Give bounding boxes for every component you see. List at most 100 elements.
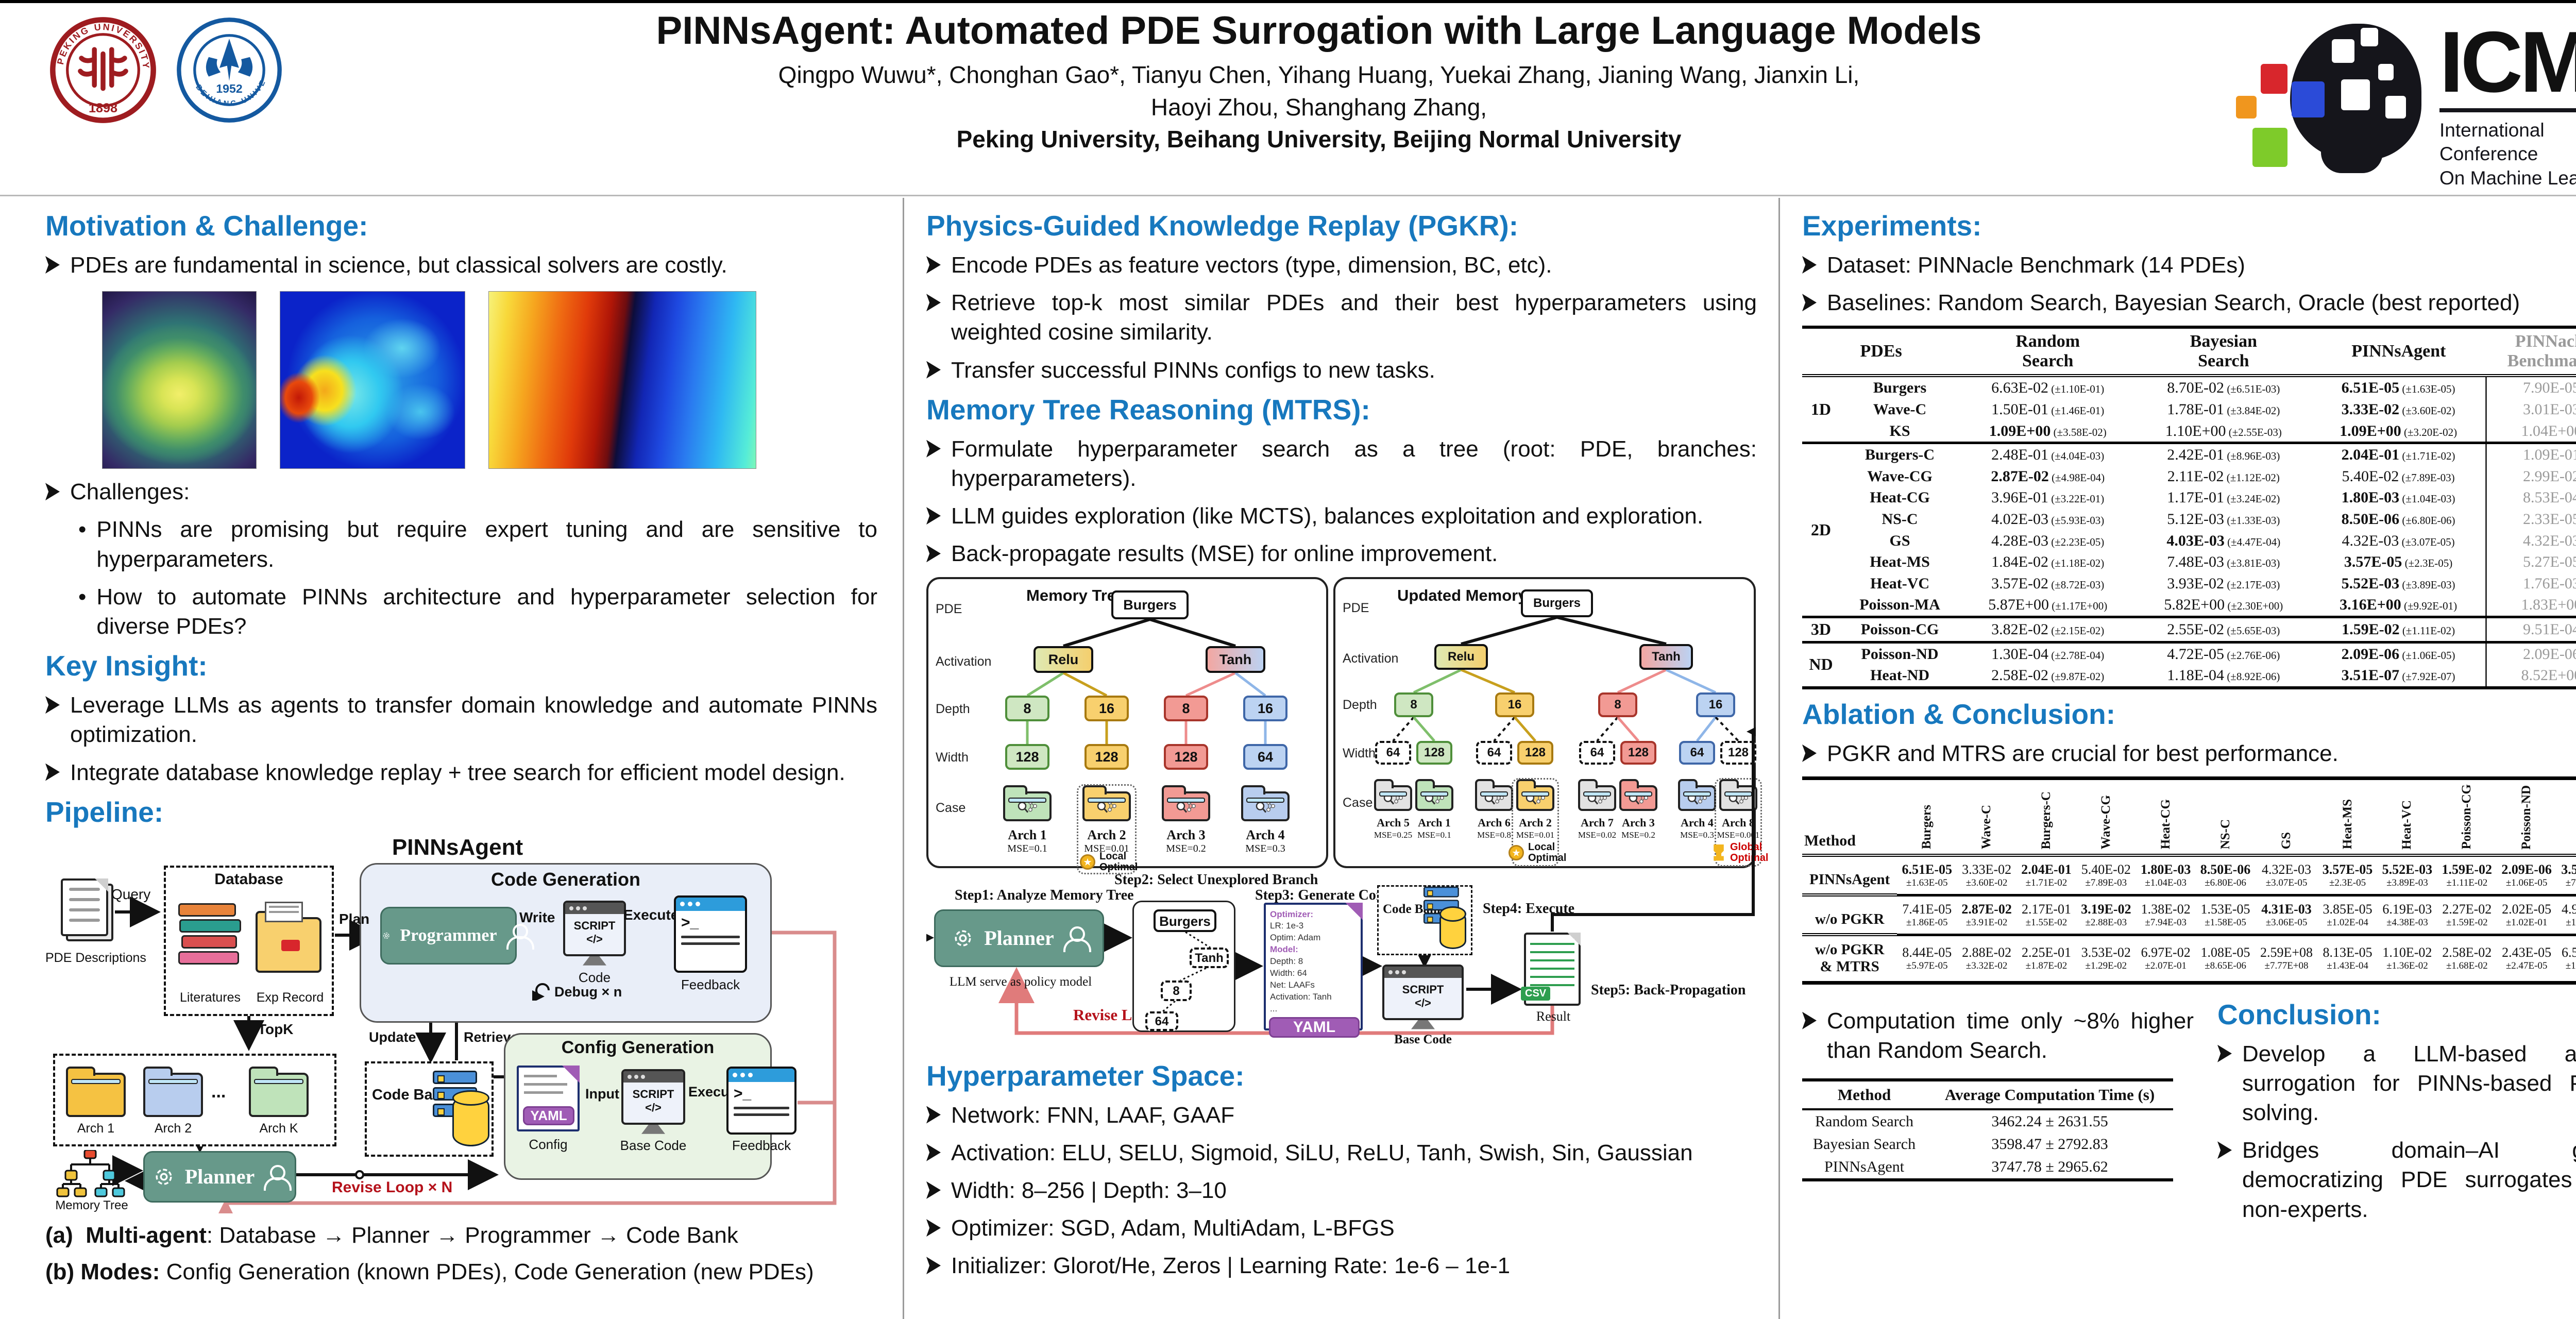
arrow-bullet-icon <box>2217 1141 2232 1159</box>
memory-tree-title: Memory Tree <box>1026 586 1125 604</box>
tree-row-label: PDE <box>936 601 962 616</box>
value-cell: 3.57E-02 (±8.72E-03) <box>1960 573 2136 595</box>
tree-node-activation: Tanh <box>1206 646 1265 673</box>
value-cell: 2.25E-01±1.87E-02 <box>2016 935 2076 983</box>
metric-value: 1.53E-05 <box>2200 901 2250 917</box>
arch-case-mse: MSE=0.3 <box>1245 842 1285 854</box>
icml-rule <box>2439 108 2576 112</box>
metric-error: (±8.72E-03) <box>2048 578 2105 591</box>
pde-name-cell: Wave-C <box>1873 400 1927 418</box>
metric-error: ±1.04E-03 <box>2145 877 2187 888</box>
metric-error: ±1.11E-02 <box>2446 877 2488 888</box>
metric-value: 1.59E-02 <box>2342 621 2400 638</box>
metric-error: ±1.59E-02 <box>2446 917 2488 928</box>
llm-logo-icon <box>955 929 971 946</box>
metric-value: 3.96E-01 <box>1991 489 2048 506</box>
value-cell: 2.02E-05±1.02E-01 <box>2497 895 2556 935</box>
arch2-label: Arch 2 <box>154 1121 192 1136</box>
time-cell: 3747.78 ± 2965.62 <box>1991 1158 2108 1176</box>
arrow-bullet-icon <box>1802 294 1817 312</box>
svg-text:1952: 1952 <box>216 82 242 95</box>
pgkr-bullet: Retrieve top-k most similar PDEs and the… <box>926 288 1757 347</box>
arrow-bullet-icon <box>45 696 60 714</box>
debug-refresh-icon <box>532 983 550 1001</box>
mtrs-bullet: LLM guides exploration (like MCTS), bala… <box>926 501 1757 531</box>
metric-error: (±8.96E-03) <box>2224 450 2280 463</box>
metric-value: 1.30E-04 <box>1991 645 2048 663</box>
mtrs-bullet: Formulate hyperparameter search as a tre… <box>926 434 1757 493</box>
policy-model-label: LLM serve as policy model <box>949 974 1092 989</box>
metric-error: ±8.65E-06 <box>2205 960 2246 972</box>
database-cylinder-icon <box>1439 906 1466 949</box>
arch-case-mse: MSE=0.01 <box>1516 830 1555 840</box>
metric-value: 3.19E-02 <box>2081 901 2131 917</box>
execute-label: Execute <box>623 906 679 923</box>
value-cell: 5.52E-03 (±3.89E-03) <box>2311 573 2486 595</box>
value-cell: 8.50E-06 (±6.80E-06) <box>2311 509 2486 530</box>
metric-value: 3.57E-05 <box>2322 861 2373 877</box>
ablation-bullet: PGKR and MTRS are crucial for best perfo… <box>1802 739 2576 768</box>
value-cell: 6.63E-02 (±1.10E-01) <box>1960 376 2136 399</box>
metric-value: 2.87E-02 <box>1961 901 2012 917</box>
value-cell: 1.59E-02±1.11E-02 <box>2437 855 2497 895</box>
arrow-bullet-icon <box>926 1143 941 1161</box>
value-cell: 1.10E+00 (±2.55E-03) <box>2136 420 2311 443</box>
value-cell: 5.12E-03 (±1.33E-03) <box>2136 509 2311 530</box>
tree-node-depth: 16 <box>1696 692 1735 717</box>
metric-value: 2.25E-01 <box>2021 945 2071 960</box>
value-cell: 1.10E-02±1.36E-02 <box>2377 935 2437 983</box>
arrow-bullet-icon <box>1802 1011 1817 1029</box>
write-label: Write <box>519 909 555 925</box>
arch-case-folder-icon <box>1578 779 1616 811</box>
column-header: Random Search <box>1960 327 2136 378</box>
column-header: Heat-CG <box>2136 778 2196 857</box>
value-cell: 3.96E-01 (±3.22E-01) <box>1960 487 2136 509</box>
rotated-label: Burgers-C <box>2039 791 2053 850</box>
metric-value: 1.50E-01 <box>1991 400 2048 418</box>
metric-error: (±3.20E-02) <box>2401 426 2458 438</box>
metric-value: 4.32E-03 <box>2342 532 2399 549</box>
metric-value: 3.57E-05 <box>2344 553 2402 571</box>
computation-bullet: Computation time only ~8% higher than Ra… <box>1802 1006 2194 1065</box>
step1-label: Step1: Analyze Memory Tree <box>955 887 1134 903</box>
value-cell: 1.53E-05±1.58E-05 <box>2196 895 2256 935</box>
metric-value: 5.82E+00 <box>2164 596 2225 614</box>
tree-row-label: PDE <box>1343 600 1369 615</box>
pipeline-figure: PINNsAgent PDE Descriptions Query Databa… <box>45 835 877 1213</box>
arch-case-name: Arch 2 <box>1519 816 1552 829</box>
arch-case-mse: MSE=0.01 <box>1084 842 1129 854</box>
value-cell: 6.51E-05±1.63E-05 <box>1897 855 1957 895</box>
rotated-label: Heat-CG <box>2158 799 2173 850</box>
value-cell: 1.59E-02 (±1.11E-02) <box>2311 615 2486 642</box>
metric-error: (±2.30E+00) <box>2225 600 2283 613</box>
metric-value: 3.51E-07 <box>2561 861 2576 877</box>
arrow-bullet-icon <box>45 256 60 274</box>
memory-tree-icon <box>56 1149 125 1197</box>
code-label: Code <box>578 969 611 985</box>
metric-value: 2.17E-01 <box>2021 901 2071 917</box>
step5-label: Step5: Back-Propagation <box>1591 982 1746 998</box>
metric-value: 2.02E-05 <box>2502 901 2552 917</box>
svg-text:1898: 1898 <box>89 101 117 115</box>
metric-error: (±1.11E-02) <box>2399 624 2455 637</box>
arrow-bullet-icon <box>926 1219 941 1237</box>
pde-descriptions-icon <box>61 878 108 936</box>
column-header: PINNacle Benchmark <box>2486 327 2576 378</box>
value-cell: 3.19E-02±2.88E-03 <box>2076 895 2136 935</box>
metric-error: (±9.87E-02) <box>2048 670 2105 683</box>
arrow-bullet-icon <box>926 545 941 563</box>
programmer-label: Programmer <box>400 925 497 945</box>
experiments-bullet: Dataset: PINNacle Benchmark (14 PDEs) <box>1802 250 2576 280</box>
database-cylinder-icon <box>452 1090 489 1146</box>
challenges-bullet: Challenges: <box>45 477 877 506</box>
